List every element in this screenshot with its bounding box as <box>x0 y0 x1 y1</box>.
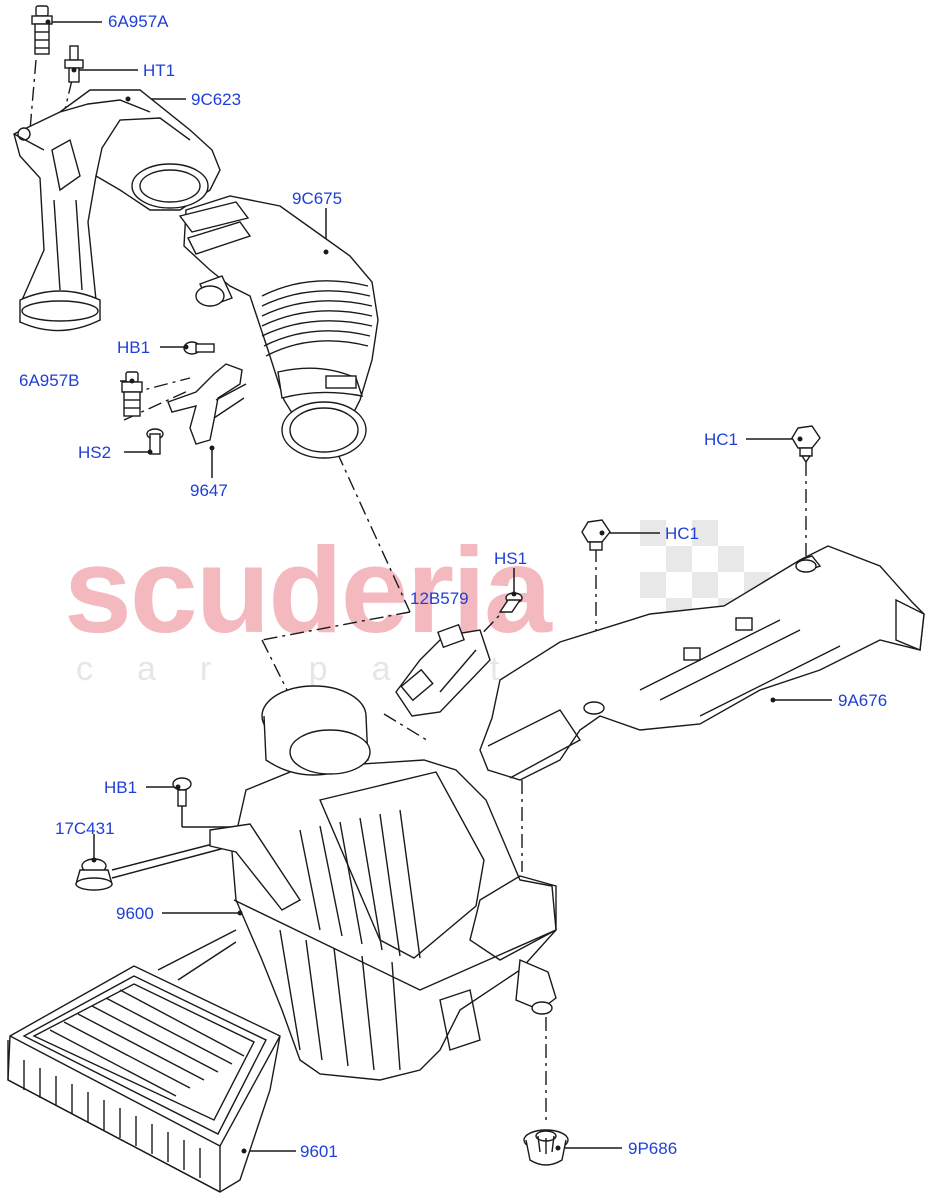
airbox-9600 <box>209 685 557 1081</box>
intake-duct-9C623 <box>13 89 221 332</box>
duct-9A676 <box>479 545 925 781</box>
callout-9C623[interactable]: 9C623 <box>191 90 242 109</box>
leader-dots <box>45 19 803 1154</box>
callout-HB1-bottom[interactable]: HB1 <box>104 778 138 797</box>
callout-6A957B[interactable]: 6A957B <box>19 371 80 390</box>
grommet-17C431 <box>75 858 113 891</box>
callout-9647[interactable]: 9647 <box>190 481 228 500</box>
bolt-HB1-top <box>183 341 215 355</box>
callout-HC1-right[interactable]: HC1 <box>704 430 739 449</box>
callout-9601[interactable]: 9601 <box>300 1142 338 1161</box>
sensor-12B579 <box>395 623 491 717</box>
screw-6A957A <box>31 5 53 55</box>
callout-17C431[interactable]: 17C431 <box>55 819 115 838</box>
callout-HS1[interactable]: HS1 <box>494 549 528 568</box>
callout-6A957A[interactable]: 6A957A <box>108 12 169 31</box>
callout-HB1-top[interactable]: HB1 <box>117 338 151 357</box>
leader-lines <box>48 21 832 1152</box>
clip-HC1-mid <box>581 519 611 551</box>
callout-9A676[interactable]: 9A676 <box>838 691 888 710</box>
callout-HS2[interactable]: HS2 <box>78 443 112 462</box>
bolt-HB1-bottom <box>172 777 192 807</box>
callout-HC1-mid[interactable]: HC1 <box>665 524 700 543</box>
screw-HS1 <box>498 592 523 613</box>
bracket-9647 <box>167 363 247 445</box>
callout-9P686[interactable]: 9P686 <box>628 1139 678 1158</box>
callout-HT1[interactable]: HT1 <box>143 61 176 80</box>
grommet-9P686 <box>523 1129 569 1166</box>
parts-line-art <box>7 5 925 1193</box>
hose-9C675 <box>178 195 379 459</box>
filter-9601 <box>7 965 281 1193</box>
sensor-6A957B <box>121 371 143 417</box>
clip-HC1-right <box>791 425 821 464</box>
callout-9C675[interactable]: 9C675 <box>292 189 343 208</box>
callout-12B579[interactable]: 12B579 <box>410 589 469 608</box>
callout-9600[interactable]: 9600 <box>116 904 154 923</box>
screw-HS2 <box>146 428 164 455</box>
stud-HT1 <box>64 45 84 83</box>
